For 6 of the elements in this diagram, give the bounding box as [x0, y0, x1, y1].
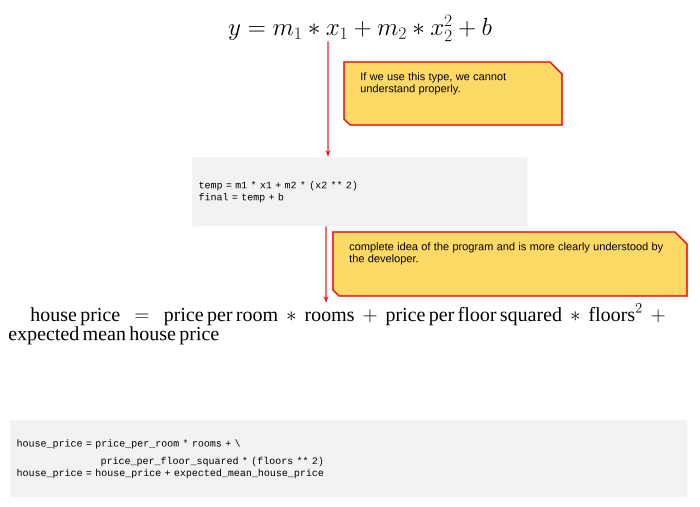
- formula: $\mathrm{house\ price} = \mathrm{price\ per\ room} * \mathrm{rooms} + \mathrm{price\ per\ floor\ squared} * \mathrm{floors}^2 + \mathrm{expected\ mean\ house\ price}$: [9, 302, 665, 344]
- code-block: house_price = price_per_room * rooms + \ price_per_floor_squared * (floors ** 2) house_price = house_price + expected_mean_house_price: [10, 420, 688, 498]
- formula: $y = m_1 * x_1 + m_2 * x_2^2 + b$: [228, 14, 492, 42]
- callout-box: complete idea of the program and is more clearly understood by the developer.: [332, 231, 688, 297]
- code-block: temp = m1 * x1 + m2 * (x2 ** 2) final = temp + b: [192, 157, 528, 226]
- callout-box: If we use this type, we cannot understand properly.: [343, 61, 563, 126]
